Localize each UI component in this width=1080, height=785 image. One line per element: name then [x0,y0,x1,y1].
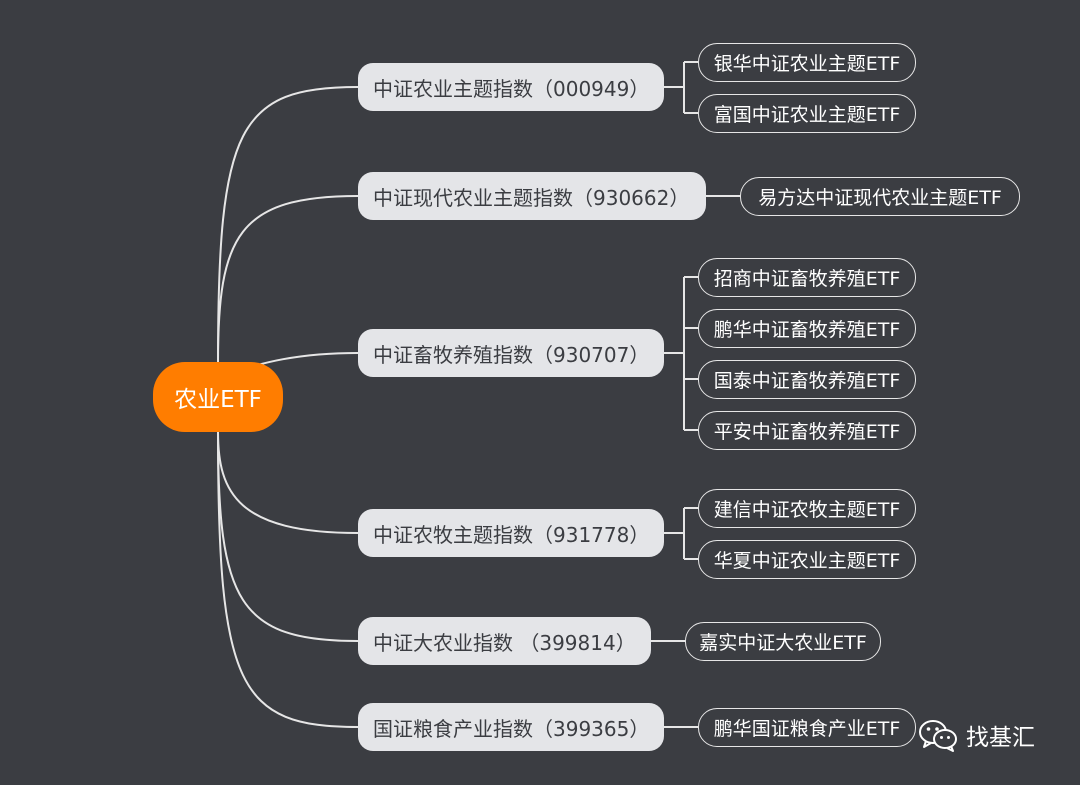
index-node-label: 中证农业主题指数（000949） [373,76,650,101]
index-node-label: 中证现代农业主题指数（930662） [373,185,690,210]
watermark-text: 找基汇 [966,725,1035,751]
etf-node[interactable]: 招商中证畜牧养殖ETF [698,258,916,297]
etf-node[interactable]: 建信中证农牧主题ETF [698,489,916,528]
index-node-000949[interactable]: 中证农业主题指数（000949） [358,63,664,111]
index-node-930707[interactable]: 中证畜牧养殖指数（930707） [358,329,664,377]
etf-node[interactable]: 易方达中证现代农业主题ETF [740,177,1020,216]
root-connector [217,86,359,363]
etf-node[interactable]: 银华中证农业主题ETF [698,43,916,82]
index-node-930662[interactable]: 中证现代农业主题指数（930662） [358,172,706,220]
etf-node-label: 平安中证畜牧养殖ETF [713,421,901,443]
etf-node[interactable]: 国泰中证畜牧养殖ETF [698,360,916,399]
root-node-label: 农业ETF [174,387,262,413]
watermark: 找基汇 [918,711,1035,759]
index-node-399365[interactable]: 国证粮食产业指数（399365） [358,703,664,751]
root-connector [217,431,359,642]
index-node-label: 中证农牧主题指数（931778） [373,522,650,547]
etf-node-label: 银华中证农业主题ETF [713,53,901,75]
etf-node-label: 建信中证农牧主题ETF [713,499,901,521]
etf-node-label: 易方达中证现代农业主题ETF [758,187,1002,209]
etf-node-label: 招商中证畜牧养殖ETF [713,268,901,290]
root-connector [217,195,359,363]
etf-node-label: 嘉实中证大农业ETF [699,632,867,654]
etf-node[interactable]: 嘉实中证大农业ETF [685,622,881,661]
root-node[interactable]: 农业ETF [153,362,283,432]
etf-node[interactable]: 鹏华中证畜牧养殖ETF [698,309,916,348]
etf-node-label: 富国中证农业主题ETF [713,104,901,126]
etf-node-label: 鹏华中证畜牧养殖ETF [713,319,901,341]
root-connector [217,431,359,534]
etf-node-label: 国泰中证畜牧养殖ETF [713,370,901,392]
etf-node-label: 华夏中证农业主题ETF [713,550,901,572]
etf-node[interactable]: 鹏华国证粮食产业ETF [698,708,916,747]
etf-node-label: 鹏华国证粮食产业ETF [713,718,901,740]
wechat-icon [919,720,957,752]
index-node-label: 国证粮食产业指数（399365） [373,716,650,741]
etf-node[interactable]: 富国中证农业主题ETF [698,94,916,133]
index-node-931778[interactable]: 中证农牧主题指数（931778） [358,509,664,557]
index-node-label: 中证大农业指数 （399814） [373,630,636,655]
index-node-399814[interactable]: 中证大农业指数 （399814） [358,617,651,665]
index-node-label: 中证畜牧养殖指数（930707） [373,342,650,367]
root-connector [217,431,359,728]
etf-node[interactable]: 华夏中证农业主题ETF [698,540,916,579]
etf-node[interactable]: 平安中证畜牧养殖ETF [698,411,916,450]
